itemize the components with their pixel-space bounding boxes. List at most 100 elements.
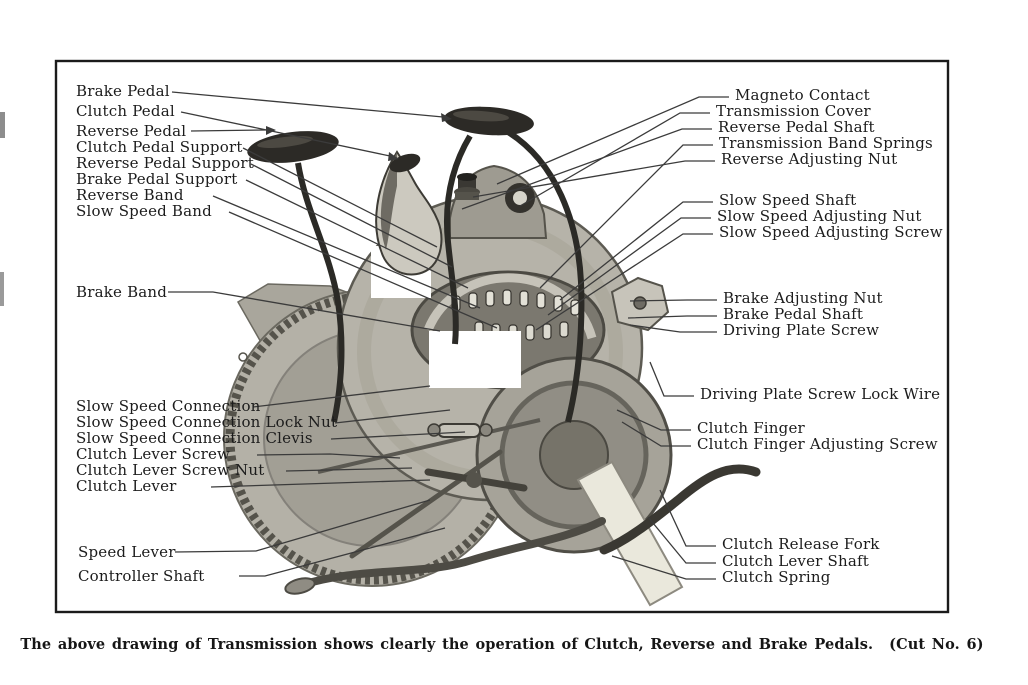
leader-reverse-band [212, 195, 481, 309]
leader-slow-speed-shaft [559, 201, 713, 301]
label-slow-speed-band: Slow Speed Band [76, 202, 212, 220]
figure-caption: The above drawing of Transmission shows … [20, 636, 983, 653]
leader-clutch-release-fork [659, 489, 716, 547]
leader-clutch-lever-screw [256, 453, 401, 459]
turnbuckle-body [437, 423, 481, 438]
reverse-pedal-stem [295, 162, 345, 423]
leader-slow-speed-adjusting-screw [535, 233, 713, 331]
figure-border [54, 59, 950, 614]
reverse-pedal-grip [247, 131, 339, 163]
leader-brake-pedal-shaft [627, 315, 717, 319]
leader-driving-plate-screw-lock-wire [649, 361, 694, 397]
label-slow-speed-connection-lock-nut: Slow Speed Connection Lock Nut [76, 413, 337, 431]
band-spring [485, 290, 495, 307]
clutch-release-fork-rod [599, 464, 761, 555]
turnbuckle-clevis [479, 423, 493, 437]
reverse-pedal-grip-highlight [257, 135, 313, 149]
clutch-lever-pivot [466, 472, 482, 488]
label-clutch-lever-screw-nut: Clutch Lever Screw Nut [76, 461, 264, 479]
label-brake-pedal: Brake Pedal [76, 82, 170, 100]
brake-pedal-grip-highlight [453, 110, 509, 122]
label-clutch-finger: Clutch Finger [697, 419, 806, 437]
caption-text: The above drawing of Transmission shows … [20, 636, 874, 653]
leader-brake-pedal-support [245, 179, 469, 289]
band-spring [502, 289, 512, 306]
magneto-contact-nut [454, 173, 480, 200]
label-magneto-contact: Magneto Contact [735, 86, 870, 104]
leader-clutch-finger-adjusting-screw [621, 421, 691, 447]
leader-slow-speed-adjusting-nut [547, 217, 711, 316]
leader-slow-speed-band [228, 211, 498, 329]
leader-brake-adjusting-nut [629, 299, 717, 302]
speed-lever-rod [349, 449, 503, 559]
label-driving-plate-screw-lock-wire: Driving Plate Screw Lock Wire [700, 385, 940, 403]
nut-top [457, 173, 477, 181]
leader-slow-speed-connection [252, 385, 431, 408]
label-slow-speed-connection-clevis: Slow Speed Connection Clevis [76, 429, 313, 447]
label-brake-pedal-shaft: Brake Pedal Shaft [723, 305, 863, 323]
label-clutch-pedal-support: Clutch Pedal Support [76, 138, 243, 156]
slow-speed-connection-rod [317, 418, 541, 474]
label-controller-shaft: Controller Shaft [78, 567, 204, 585]
label-clutch-lever: Clutch Lever [76, 477, 177, 495]
arrowhead [441, 113, 452, 122]
arrowhead [388, 152, 399, 161]
leader-driving-plate-screw [629, 324, 717, 333]
leader-clutch-pedal-support [242, 147, 438, 248]
nut-body [458, 178, 476, 190]
leader-slow-speed-connection-lock-nut [334, 409, 451, 424]
label-transmission-band-springs: Transmission Band Springs [719, 134, 933, 152]
leader-brake-band [168, 291, 441, 332]
leader-clutch-lever-screw-nut [285, 467, 413, 472]
label-clutch-release-fork: Clutch Release Fork [722, 535, 880, 553]
leader-magneto-contact [496, 96, 729, 185]
leader-brake-pedal [171, 91, 444, 118]
leader-reverse-pedal [190, 129, 267, 132]
label-brake-pedal-support: Brake Pedal Support [76, 170, 237, 188]
leader-clutch-lever [210, 479, 431, 488]
leader-transmission-band-springs [539, 144, 713, 289]
bracket-bolt [633, 296, 647, 310]
label-reverse-pedal: Reverse Pedal [76, 122, 186, 140]
label-clutch-pedal: Clutch Pedal [76, 102, 175, 120]
label-clutch-finger-adjusting-screw: Clutch Finger Adjusting Screw [697, 435, 938, 453]
label-reverse-pedal-support: Reverse Pedal Support [76, 154, 254, 172]
retouch-patch [429, 331, 521, 388]
clutch-pedal-stem [443, 134, 473, 345]
labels-left: Brake Pedal Clutch Pedal Reverse Pedal C… [76, 82, 337, 585]
leader-reverse-pedal-support [250, 163, 453, 268]
band-spring [525, 324, 535, 341]
controller-shaft-rod [294, 517, 606, 590]
label-slow-speed-shaft: Slow Speed Shaft [719, 191, 856, 209]
label-reverse-band: Reverse Band [76, 186, 184, 204]
cut-number: (Cut No. 6) [889, 636, 984, 653]
leader-reverse-adjusting-nut [472, 160, 715, 198]
label-slow-speed-adjusting-nut: Slow Speed Adjusting Nut [717, 207, 922, 225]
lug-hole [513, 191, 527, 205]
label-speed-lever: Speed Lever [78, 543, 176, 561]
arrowhead [266, 126, 276, 135]
leader-speed-lever [174, 499, 431, 553]
label-clutch-spring: Clutch Spring [722, 568, 831, 586]
label-brake-adjusting-nut: Brake Adjusting Nut [723, 289, 883, 307]
nut-base [455, 192, 479, 200]
labels-right: Magneto Contact Transmission Cover Rever… [697, 86, 943, 586]
label-brake-band: Brake Band [76, 283, 167, 301]
label-reverse-adjusting-nut: Reverse Adjusting Nut [721, 150, 897, 168]
leader-clutch-finger [616, 409, 691, 431]
label-transmission-cover: Transmission Cover [716, 102, 871, 120]
band-spring [536, 292, 546, 309]
leader-clutch-lever-shaft [647, 516, 716, 564]
controller-shaft-end [284, 577, 316, 595]
leader-controller-shaft [239, 527, 446, 577]
reverse-pedal-cam-shadow [380, 152, 397, 250]
scan-artifact [0, 112, 5, 138]
label-driving-plate-screw: Driving Plate Screw [723, 321, 879, 339]
small-screw [238, 352, 248, 362]
leader-clutch-spring [611, 555, 716, 580]
band-spring [519, 290, 529, 307]
band-spring [559, 321, 569, 338]
leader-clutch-pedal [180, 111, 391, 157]
leader-reverse-pedal-shaft [461, 128, 712, 210]
